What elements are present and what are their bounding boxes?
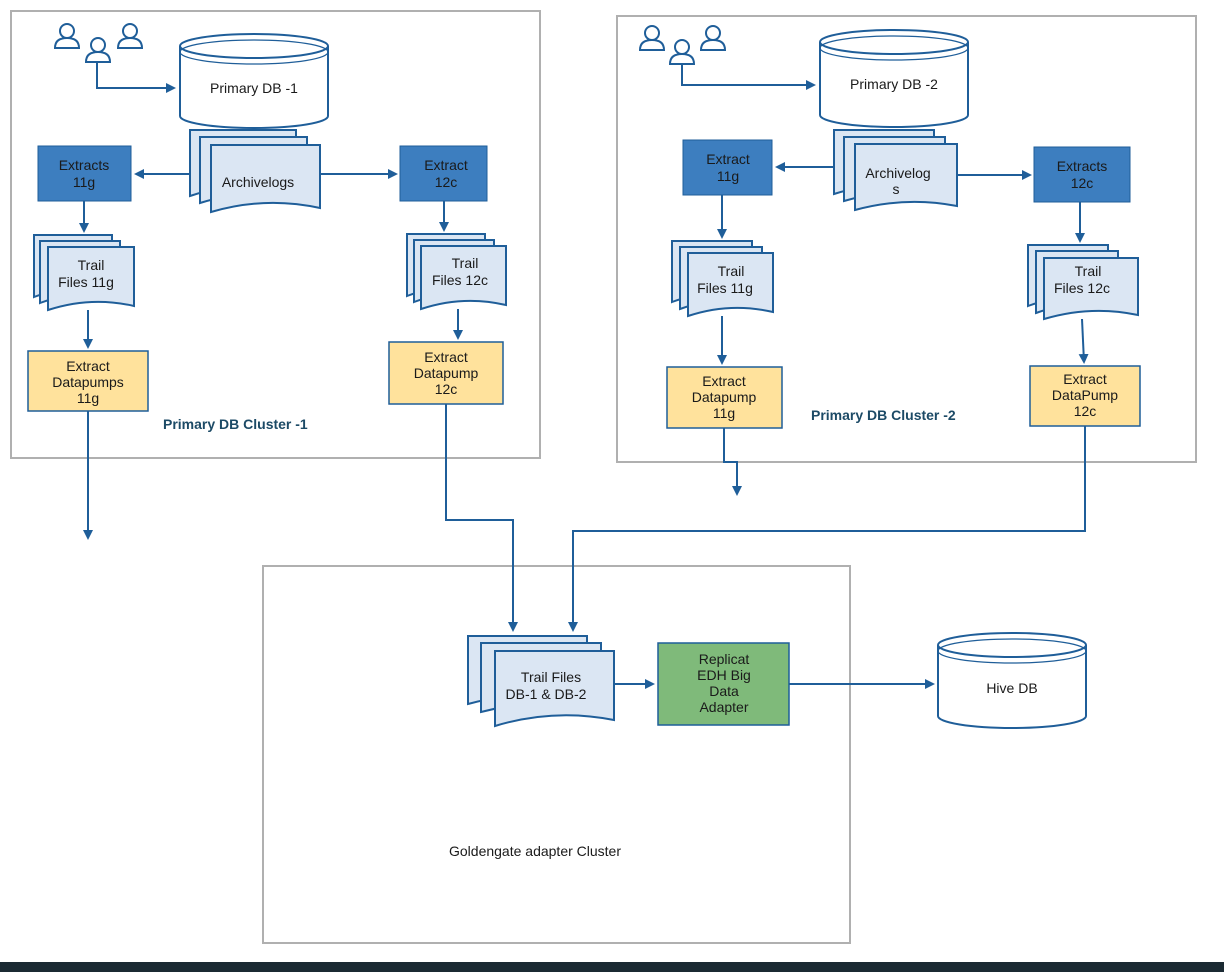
pump-11g-box-2[interactable]: Extract Datapump 11g [666, 366, 783, 429]
replicat-line-1: Replicat [699, 651, 750, 667]
primary-db-2[interactable]: Primary DB -2 [819, 29, 969, 128]
pump-11g-box-1[interactable]: Extract Datapumps 11g [27, 350, 149, 412]
archivelogs-2[interactable]: Archivelog s [833, 129, 958, 212]
primary-db-2-label: Primary DB -2 [850, 76, 938, 92]
extract-12c-box-1[interactable]: Extract 12c [399, 145, 488, 202]
replicat-line-3: Data [709, 683, 739, 699]
primary-db-1[interactable]: Primary DB -1 [179, 33, 329, 129]
trail-combined-line-1: Trail Files [521, 669, 581, 685]
extract-11g-2-line-1: Extract [706, 151, 750, 167]
pump-12c-2-line-2: DataPump [1052, 387, 1118, 403]
pump-11g-1-line-3: 11g [77, 390, 99, 406]
extract-12c-1-line-1: Extract [424, 157, 468, 173]
pump-12c-1-to-adapter-arrow [445, 404, 518, 632]
archivelogs-1[interactable]: Archivelogs [189, 129, 321, 214]
archivelogs-2-line-1: Archivelog [865, 165, 930, 181]
trail-11g-1-line-1: Trail [78, 257, 105, 273]
pump-11g-2-line-1: Extract [702, 373, 746, 389]
extract-11g-1-line-2: 11g [73, 174, 95, 190]
pump-12c-1-line-1: Extract [424, 349, 468, 365]
pump-12c-2-to-adapter-arrow [568, 426, 1086, 632]
pump-11g-1-line-1: Extract [66, 358, 110, 374]
cluster-2-arrows [568, 64, 1089, 632]
trail-files-12c-1[interactable]: Trail Files 12c [406, 233, 507, 311]
trail-files-11g-1[interactable]: Trail Files 11g [33, 234, 135, 312]
cluster-1-arrows [79, 62, 518, 632]
trail-11g-2-line-1: Trail [718, 263, 745, 279]
trail-files-11g-2[interactable]: Trail Files 11g [671, 240, 774, 318]
extract-11g-box-2[interactable]: Extract 11g [682, 139, 773, 196]
pump-11g-2-line-3: 11g [713, 405, 735, 421]
replicat-box[interactable]: Replicat EDH Big Data Adapter [657, 642, 790, 726]
cluster-1-label: Primary DB Cluster -1 [163, 416, 308, 432]
users-to-db-2-arrow [681, 64, 816, 90]
trail-12c-2-line-1: Trail [1075, 263, 1102, 279]
trail-files-combined[interactable]: Trail Files DB-1 & DB-2 [467, 635, 615, 728]
pump-11g-2-out-arrow [723, 428, 742, 496]
trail-12c-to-pump-2-arrow [1078, 318, 1089, 364]
extract-11g-box-1[interactable]: Extracts 11g [37, 145, 132, 202]
hive-db-label: Hive DB [986, 680, 1037, 696]
pump-12c-1-line-3: 12c [435, 381, 458, 397]
hive-db[interactable]: Hive DB [937, 632, 1087, 729]
archivelogs-2-line-2: s [893, 181, 900, 197]
footer-bar [0, 962, 1224, 972]
pump-12c-2-line-1: Extract [1063, 371, 1107, 387]
extract-11g-2-line-2: 11g [717, 168, 739, 184]
adapter-cluster-box [262, 565, 851, 944]
pump-12c-box-1[interactable]: Extract Datapump 12c [388, 341, 504, 405]
adapter-cluster-label: Goldengate adapter Cluster [449, 843, 621, 859]
trail-12c-2-line-2: Files 12c [1054, 280, 1110, 296]
extract-12c-box-2[interactable]: Extracts 12c [1033, 146, 1131, 203]
archivelogs-1-label: Archivelogs [222, 174, 294, 190]
trail-combined-line-2: DB-1 & DB-2 [506, 686, 587, 702]
replicat-line-2: EDH Big [697, 667, 751, 683]
replicat-line-4: Adapter [699, 699, 748, 715]
extract-12c-2-line-1: Extracts [1057, 158, 1108, 174]
pump-12c-2-line-3: 12c [1074, 403, 1097, 419]
pump-11g-1-line-2: Datapumps [52, 374, 124, 390]
extract-12c-1-line-2: 12c [435, 174, 458, 190]
trail-files-12c-2[interactable]: Trail Files 12c [1027, 244, 1139, 321]
pump-11g-2-line-2: Datapump [692, 389, 757, 405]
trail-12c-1-line-2: Files 12c [432, 272, 488, 288]
pump-12c-1-line-2: Datapump [414, 365, 479, 381]
extract-12c-2-line-2: 12c [1071, 175, 1094, 191]
extract-11g-1-line-1: Extracts [59, 157, 110, 173]
pump-12c-box-2[interactable]: Extract DataPump 12c [1029, 365, 1141, 427]
trail-11g-2-line-2: Files 11g [697, 280, 753, 296]
trail-11g-1-line-2: Files 11g [58, 274, 114, 290]
primary-db-1-label: Primary DB -1 [210, 80, 298, 96]
trail-12c-1-line-1: Trail [452, 255, 479, 271]
users-to-db-1-arrow [96, 62, 176, 93]
cluster-2-label: Primary DB Cluster -2 [811, 407, 956, 423]
